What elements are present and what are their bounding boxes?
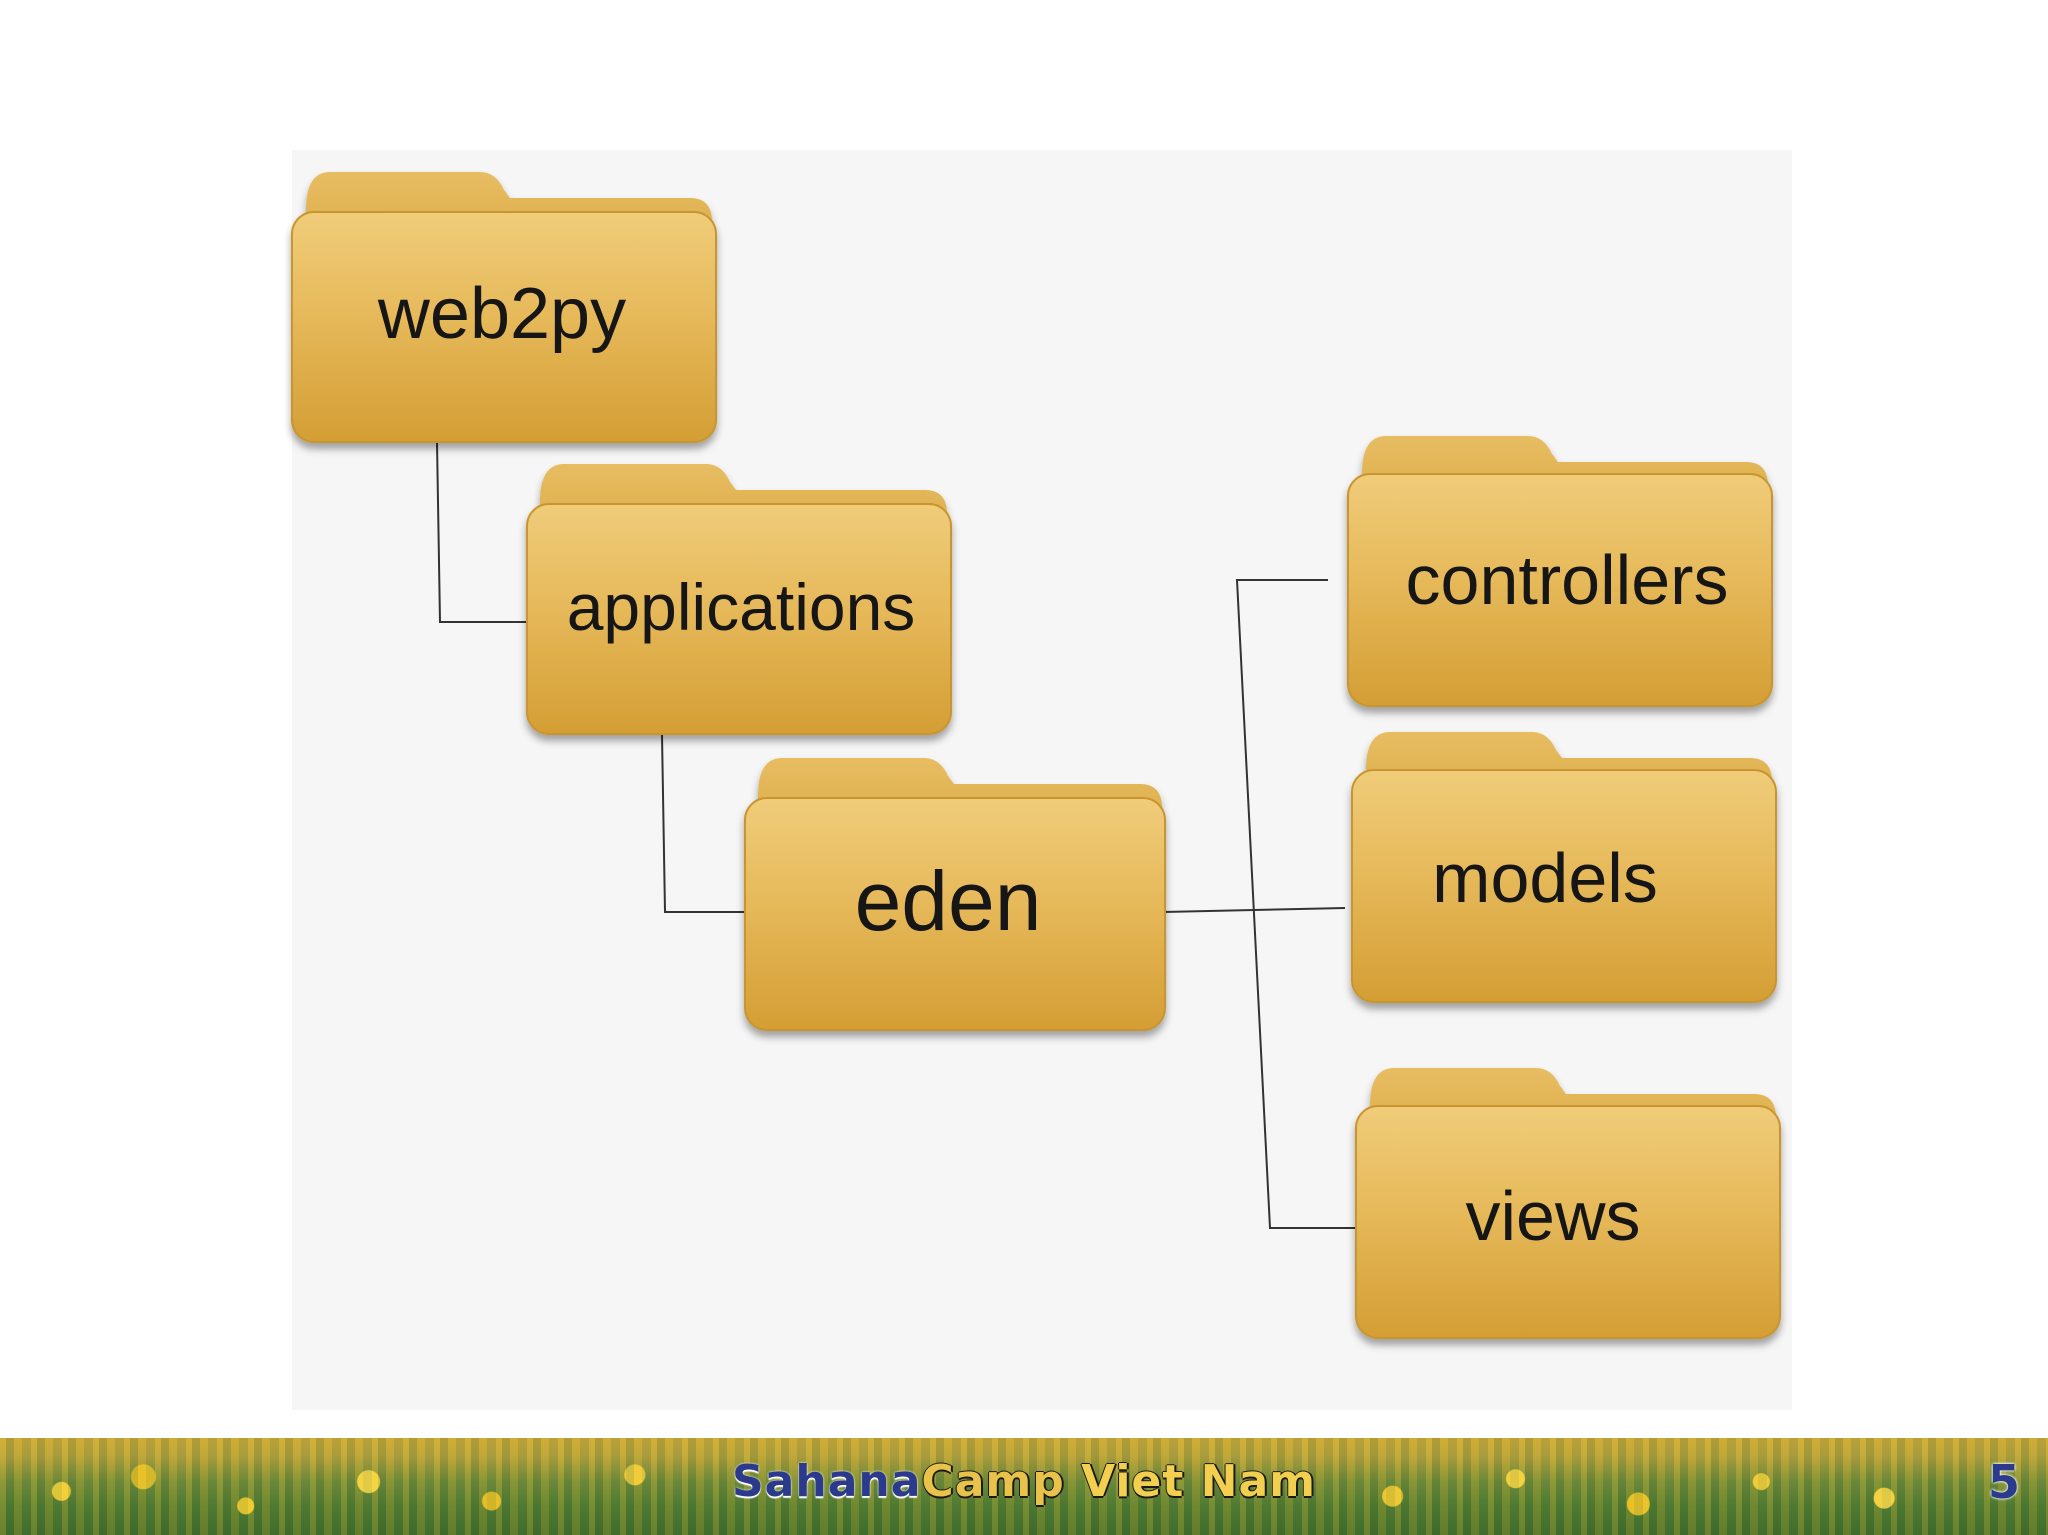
folder-body: [1347, 473, 1773, 707]
connector-lines: [436, 441, 1365, 1229]
folder-label-eden: eden: [855, 854, 1042, 948]
folder-web2py: web2py: [291, 172, 717, 443]
page-number: 5: [1987, 1455, 2020, 1509]
folder-body: [1351, 769, 1777, 1003]
folder-label-models: models: [1432, 839, 1658, 917]
folder-body: [744, 797, 1166, 1031]
connector-applications-eden: [661, 734, 748, 913]
folder-body: [1355, 1105, 1781, 1339]
folder-label-views: views: [1465, 1177, 1640, 1255]
connector-branch-controllers: [1235, 579, 1365, 1229]
footer-banner: SahanaCamp Viet Nam 5: [0, 1438, 2048, 1535]
folder-models: models: [1351, 732, 1777, 1003]
folder-body: [291, 211, 717, 443]
connector-web2py-applications: [436, 441, 527, 623]
footer-brand-viet: Viet: [1081, 1456, 1185, 1507]
folder-views: views: [1355, 1068, 1781, 1339]
folder-body: [526, 503, 952, 735]
footer-brand-sahana: Sahana: [731, 1456, 922, 1507]
folder-label-applications: applications: [567, 570, 916, 644]
footer-brand-nam: Nam: [1200, 1456, 1317, 1507]
footer-brand-camp: Camp: [921, 1456, 1065, 1507]
folder-label-controllers: controllers: [1406, 541, 1729, 619]
folder-controllers: controllers: [1347, 436, 1773, 707]
folder-eden: eden: [744, 758, 1166, 1031]
sunflower-field-texture: [0, 1438, 2048, 1535]
footer-title: SahanaCamp Viet Nam: [0, 1452, 2048, 1512]
folder-label-web2py: web2py: [377, 274, 626, 354]
folder-applications: applications: [526, 464, 952, 735]
